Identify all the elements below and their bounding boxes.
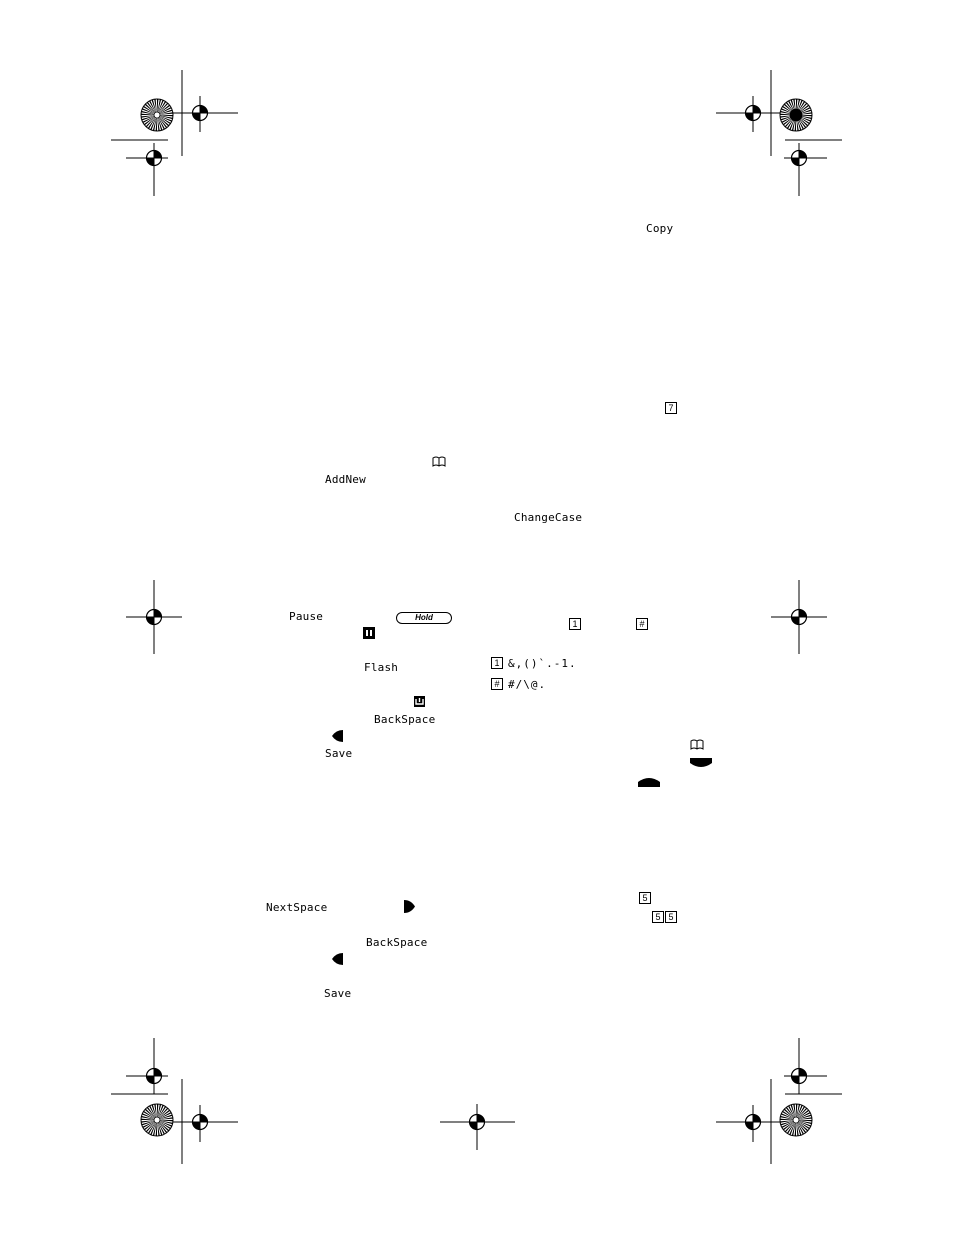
key-5-first: 5 [652, 911, 664, 923]
left-arrow-icon [332, 953, 343, 965]
key-hash-charset: # [491, 678, 503, 690]
softkey-copy: Copy [646, 222, 674, 235]
charset-key-1: &,()`.-1. [508, 657, 577, 670]
softkey-flash: Flash [364, 661, 399, 674]
starburst-icon [140, 98, 174, 132]
softkey-save-2: Save [324, 987, 352, 1000]
book-icon [432, 456, 446, 467]
softkey-change-case: ChangeCase [514, 511, 583, 524]
book-icon [690, 739, 704, 750]
softkey-backspace-1: BackSpace [374, 713, 436, 726]
pause-key-icon [363, 627, 375, 639]
registration-mark-icon [145, 104, 808, 1131]
key-5: 5 [639, 892, 651, 904]
nav-down-icon [690, 758, 712, 767]
key-5-second: 5 [665, 911, 677, 923]
key-hash: # [636, 618, 648, 630]
softkey-next-space: NextSpace [266, 901, 328, 914]
starburst-icon [140, 98, 813, 1137]
mute-key-icon [414, 696, 425, 707]
starburst-icon [140, 1103, 174, 1137]
left-arrow-icon [332, 730, 343, 742]
hold-button: Hold [396, 612, 452, 624]
key-7: 7 [665, 402, 677, 414]
charset-key-hash: #/\@. [508, 678, 547, 691]
nav-up-icon [638, 778, 660, 787]
right-arrow-icon [404, 900, 415, 913]
softkey-add-new: AddNew [325, 473, 366, 486]
starburst-icon [779, 98, 813, 132]
softkey-backspace-2: BackSpace [366, 936, 428, 949]
starburst-icon [779, 1103, 813, 1137]
key-1: 1 [569, 618, 581, 630]
key-1-charset: 1 [491, 657, 503, 669]
softkey-save-1: Save [325, 747, 353, 760]
softkey-pause: Pause [289, 610, 324, 623]
